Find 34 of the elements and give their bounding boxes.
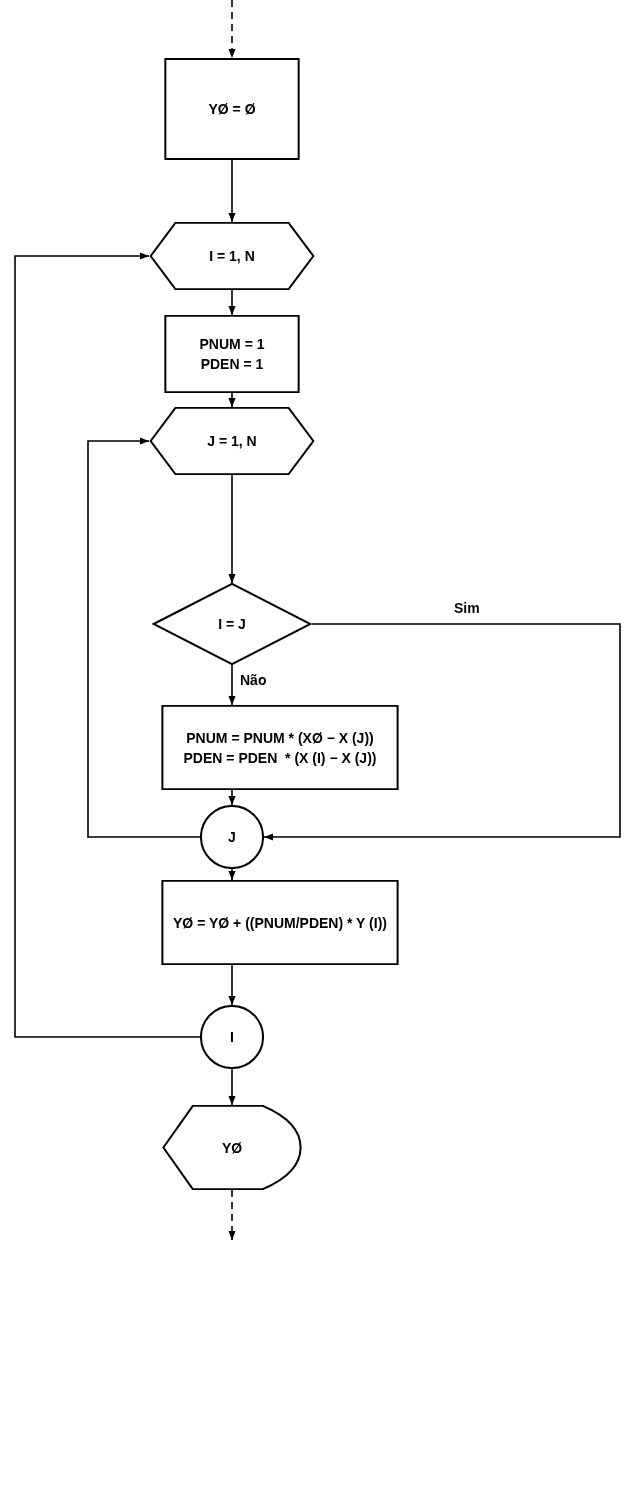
node-text: PNUM = PNUM * (XØ − X (J)) [186,728,374,748]
process-box [160,880,400,965]
node-text: I = J [218,615,246,634]
node-text: J [228,828,236,847]
display-shape [162,1105,302,1190]
node-text: PNUM = 1 [199,335,265,354]
arrow [228,1068,236,1106]
arrow [228,392,236,408]
node-text: I [230,1028,234,1047]
arrow [228,159,236,223]
arrow [87,437,201,838]
loop-hexagon [149,222,315,290]
arrow [263,623,621,841]
node-text: J = 1, N [207,432,257,451]
arrow [228,789,236,806]
arrow [228,474,236,584]
node-text: YØ = YØ + ((PNUM/PDEN) * Y (I)) [173,913,387,933]
node-text: PDEN = PDEN * (X (I) − X (J)) [183,748,377,768]
arrow [228,289,236,316]
arrow [228,0,236,59]
node-text: YØ = Ø [208,100,256,119]
process-box [160,705,400,790]
node-text: I = 1, N [209,247,255,266]
arrow [228,1189,236,1241]
node-text: YØ [221,1138,243,1158]
arrow [228,868,236,881]
arrow [228,664,236,706]
decision-diamond [152,583,312,665]
arrow [228,964,236,1006]
node-text: PDEN = 1 [200,355,264,374]
process-box [164,58,300,160]
arrow [14,252,201,1038]
process-box [164,315,300,393]
loop-hexagon [149,407,315,475]
